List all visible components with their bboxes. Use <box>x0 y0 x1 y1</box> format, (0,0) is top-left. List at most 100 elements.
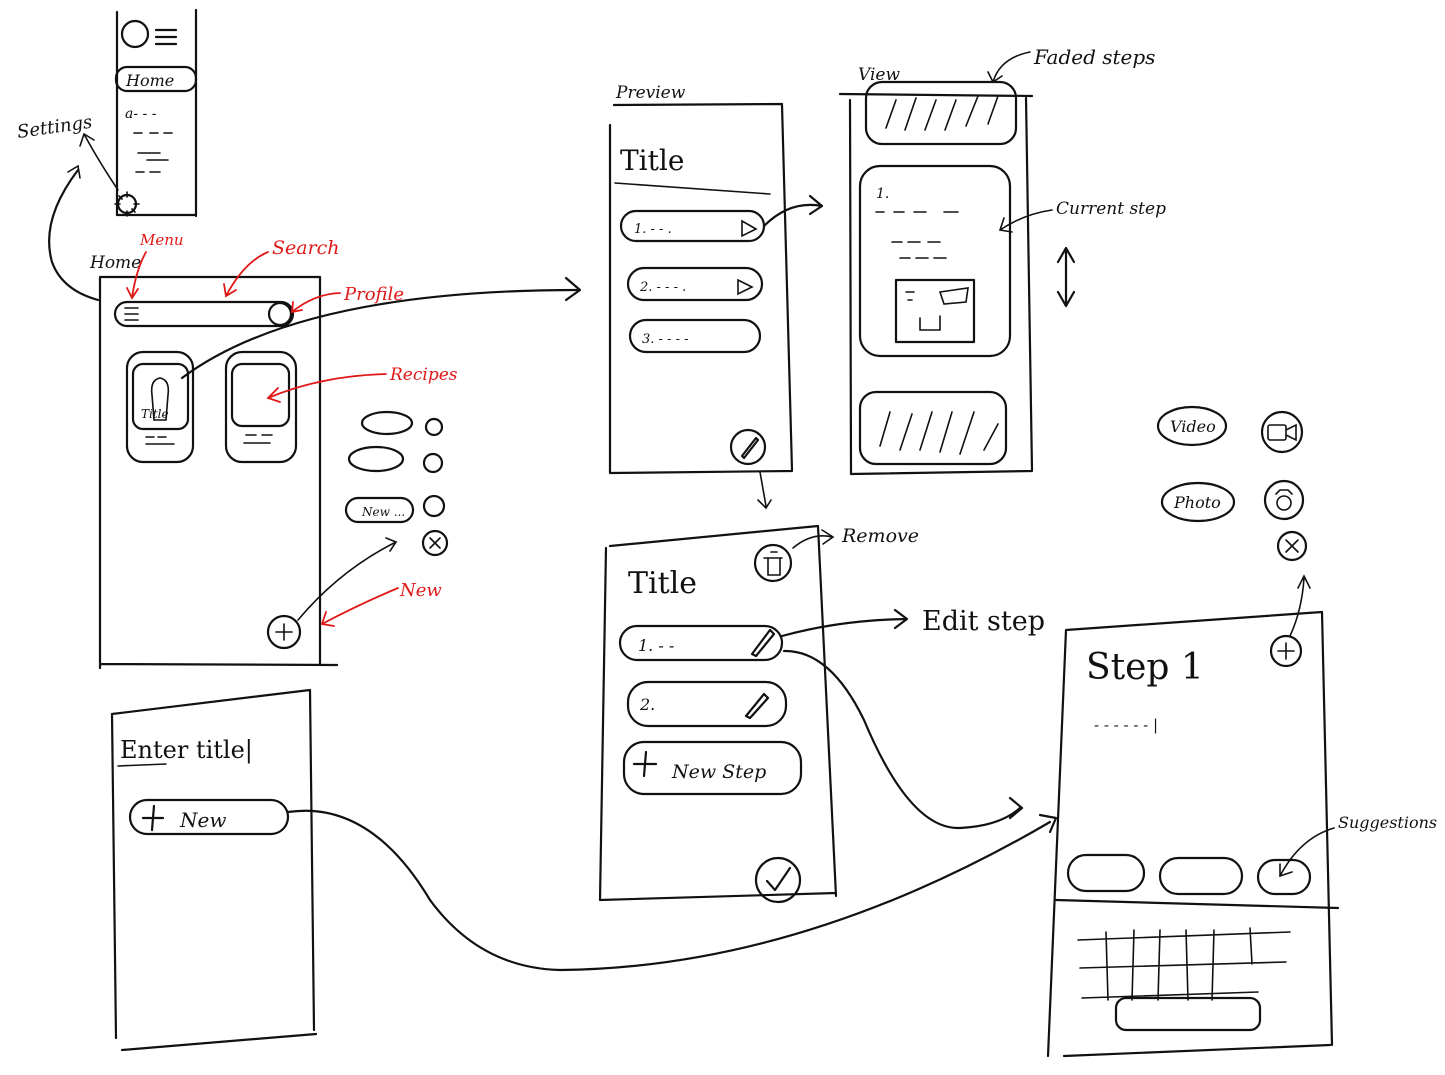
step-text-input[interactable]: - - - - - - | <box>1094 716 1158 734</box>
video-option-pill[interactable] <box>1156 405 1228 447</box>
suggestions-annotation: Suggestions <box>1338 813 1437 832</box>
recipe-card[interactable]: Title <box>125 350 195 464</box>
edit-step-2[interactable] <box>626 680 788 728</box>
plus-icon[interactable] <box>266 614 302 650</box>
search-bar[interactable] <box>113 300 295 328</box>
new-recipe-frame <box>110 688 318 1052</box>
recipe-card-text <box>145 436 175 445</box>
edit-frame <box>598 524 838 902</box>
plus-icon[interactable] <box>1269 634 1303 668</box>
suggestion-chip[interactable] <box>1066 853 1146 893</box>
fab-option-icon[interactable] <box>422 494 446 518</box>
suggestion-chip[interactable] <box>1158 856 1244 896</box>
gear-icon[interactable] <box>114 191 140 217</box>
recipe-card[interactable] <box>224 350 298 464</box>
view-screen-label: View <box>858 65 900 85</box>
new-button-label: New <box>179 808 226 832</box>
title-input-underline <box>117 763 167 767</box>
trash-icon[interactable] <box>753 543 793 583</box>
recipes-annotation-arrow <box>266 373 387 403</box>
sidebar-home-label: Home <box>125 71 174 90</box>
new-recipe-screen: Enter title| New <box>110 688 1058 1052</box>
fab-option-pill[interactable] <box>347 445 405 473</box>
fab-new-label: New ... <box>361 505 405 519</box>
new-step-label: New Step <box>671 761 766 783</box>
preview-to-edit-arrow <box>757 471 772 510</box>
menu-icon[interactable] <box>124 307 139 321</box>
new-button[interactable] <box>128 798 290 836</box>
recipe-image-icon <box>150 377 170 421</box>
edit-to-step-arrow <box>782 649 1024 830</box>
menu-annotation-arrow <box>126 251 147 300</box>
preview-step-2[interactable] <box>626 266 764 302</box>
faded-step-card[interactable] <box>864 80 1018 146</box>
menu-annotation: Menu <box>139 231 184 249</box>
sidebar-item-home[interactable] <box>114 65 198 93</box>
close-icon[interactable] <box>421 529 449 557</box>
recipe-card-title: Title <box>141 407 169 421</box>
sidebar-items-placeholder[interactable] <box>133 132 173 173</box>
title-input[interactable]: Enter title| <box>120 736 253 765</box>
pencil-icon[interactable] <box>744 692 770 720</box>
step-editor-frame <box>1046 610 1334 1058</box>
pencil-icon[interactable] <box>750 628 776 658</box>
camera-icon[interactable] <box>1263 479 1305 521</box>
profile-annotation-arrow <box>290 292 341 314</box>
search-annotation: Search <box>272 237 340 259</box>
pencil-icon[interactable] <box>729 428 767 466</box>
plus-icon <box>141 804 165 832</box>
sidebar-item-a[interactable]: a- - - <box>125 106 157 122</box>
step-title: Step 1 <box>1086 647 1204 688</box>
remove-annotation: Remove <box>841 525 919 547</box>
keyboard-divider <box>1054 898 1340 910</box>
video-camera-icon[interactable] <box>1260 410 1304 454</box>
home-frame <box>98 275 339 670</box>
preview-frame <box>608 102 794 475</box>
play-icon[interactable] <box>741 219 758 238</box>
current-step-card[interactable]: 1. <box>858 164 1012 358</box>
view-frame <box>838 92 1034 476</box>
edit-step-1-text: 1. - - <box>638 636 674 655</box>
fab-option-icon[interactable] <box>424 417 444 437</box>
fab-option-icon[interactable] <box>422 452 444 474</box>
preview-step-3-text: 3. - - - - <box>642 332 689 347</box>
profile-avatar[interactable] <box>267 301 293 327</box>
new-annotation-arrow <box>320 587 399 627</box>
settings-arrow <box>83 133 119 191</box>
card-to-preview-arrow <box>180 288 580 380</box>
view-screen: View Faded steps 1. Current step <box>838 45 1166 476</box>
current-step-arrow <box>998 209 1053 233</box>
keyboard-spacebar[interactable] <box>1114 996 1262 1032</box>
photo-option-label: Photo <box>1173 493 1221 512</box>
faded-steps-annotation: Faded steps <box>1033 45 1155 69</box>
preview-screen-label: Preview <box>615 83 686 103</box>
photo-option-pill[interactable] <box>1160 481 1236 523</box>
fab-option-pill[interactable] <box>360 410 414 436</box>
keyboard[interactable] <box>1077 927 1291 1032</box>
suggestion-chip[interactable] <box>1256 858 1312 896</box>
check-icon[interactable] <box>754 856 802 904</box>
edit-step-2-text: 2. <box>639 695 655 714</box>
remove-arrow <box>792 529 835 549</box>
current-step-annotation: Current step <box>1056 199 1166 219</box>
step-to-view-arrow <box>762 203 824 228</box>
sidebar-frame <box>115 8 198 218</box>
sidebar-avatar[interactable] <box>120 19 150 49</box>
sidebar-hamburger-icon[interactable] <box>154 28 178 46</box>
edit-screen: Title Remove 1. - - 2. New Step Edit ste… <box>598 524 1045 904</box>
suggestions-arrow <box>1279 827 1335 878</box>
edit-step-1[interactable] <box>618 624 784 662</box>
preview-step-3[interactable] <box>628 318 762 354</box>
step-image <box>894 278 976 344</box>
play-icon[interactable] <box>737 278 754 296</box>
faded-step-card[interactable] <box>858 390 1008 466</box>
close-icon[interactable] <box>1276 530 1308 562</box>
fab-new-pill[interactable] <box>344 496 415 524</box>
step-editor-screen: Step 1 - - - - - - | Suggestions Video P… <box>1046 405 1437 1058</box>
preview-title-underline <box>614 182 771 195</box>
home-screen-label: Home <box>89 253 141 273</box>
new-step-button[interactable] <box>622 740 803 796</box>
edit-title: Title <box>628 566 697 601</box>
preview-step-1-text: 1. - - . <box>634 222 672 237</box>
scroll-indicator-icon[interactable] <box>1056 246 1076 308</box>
